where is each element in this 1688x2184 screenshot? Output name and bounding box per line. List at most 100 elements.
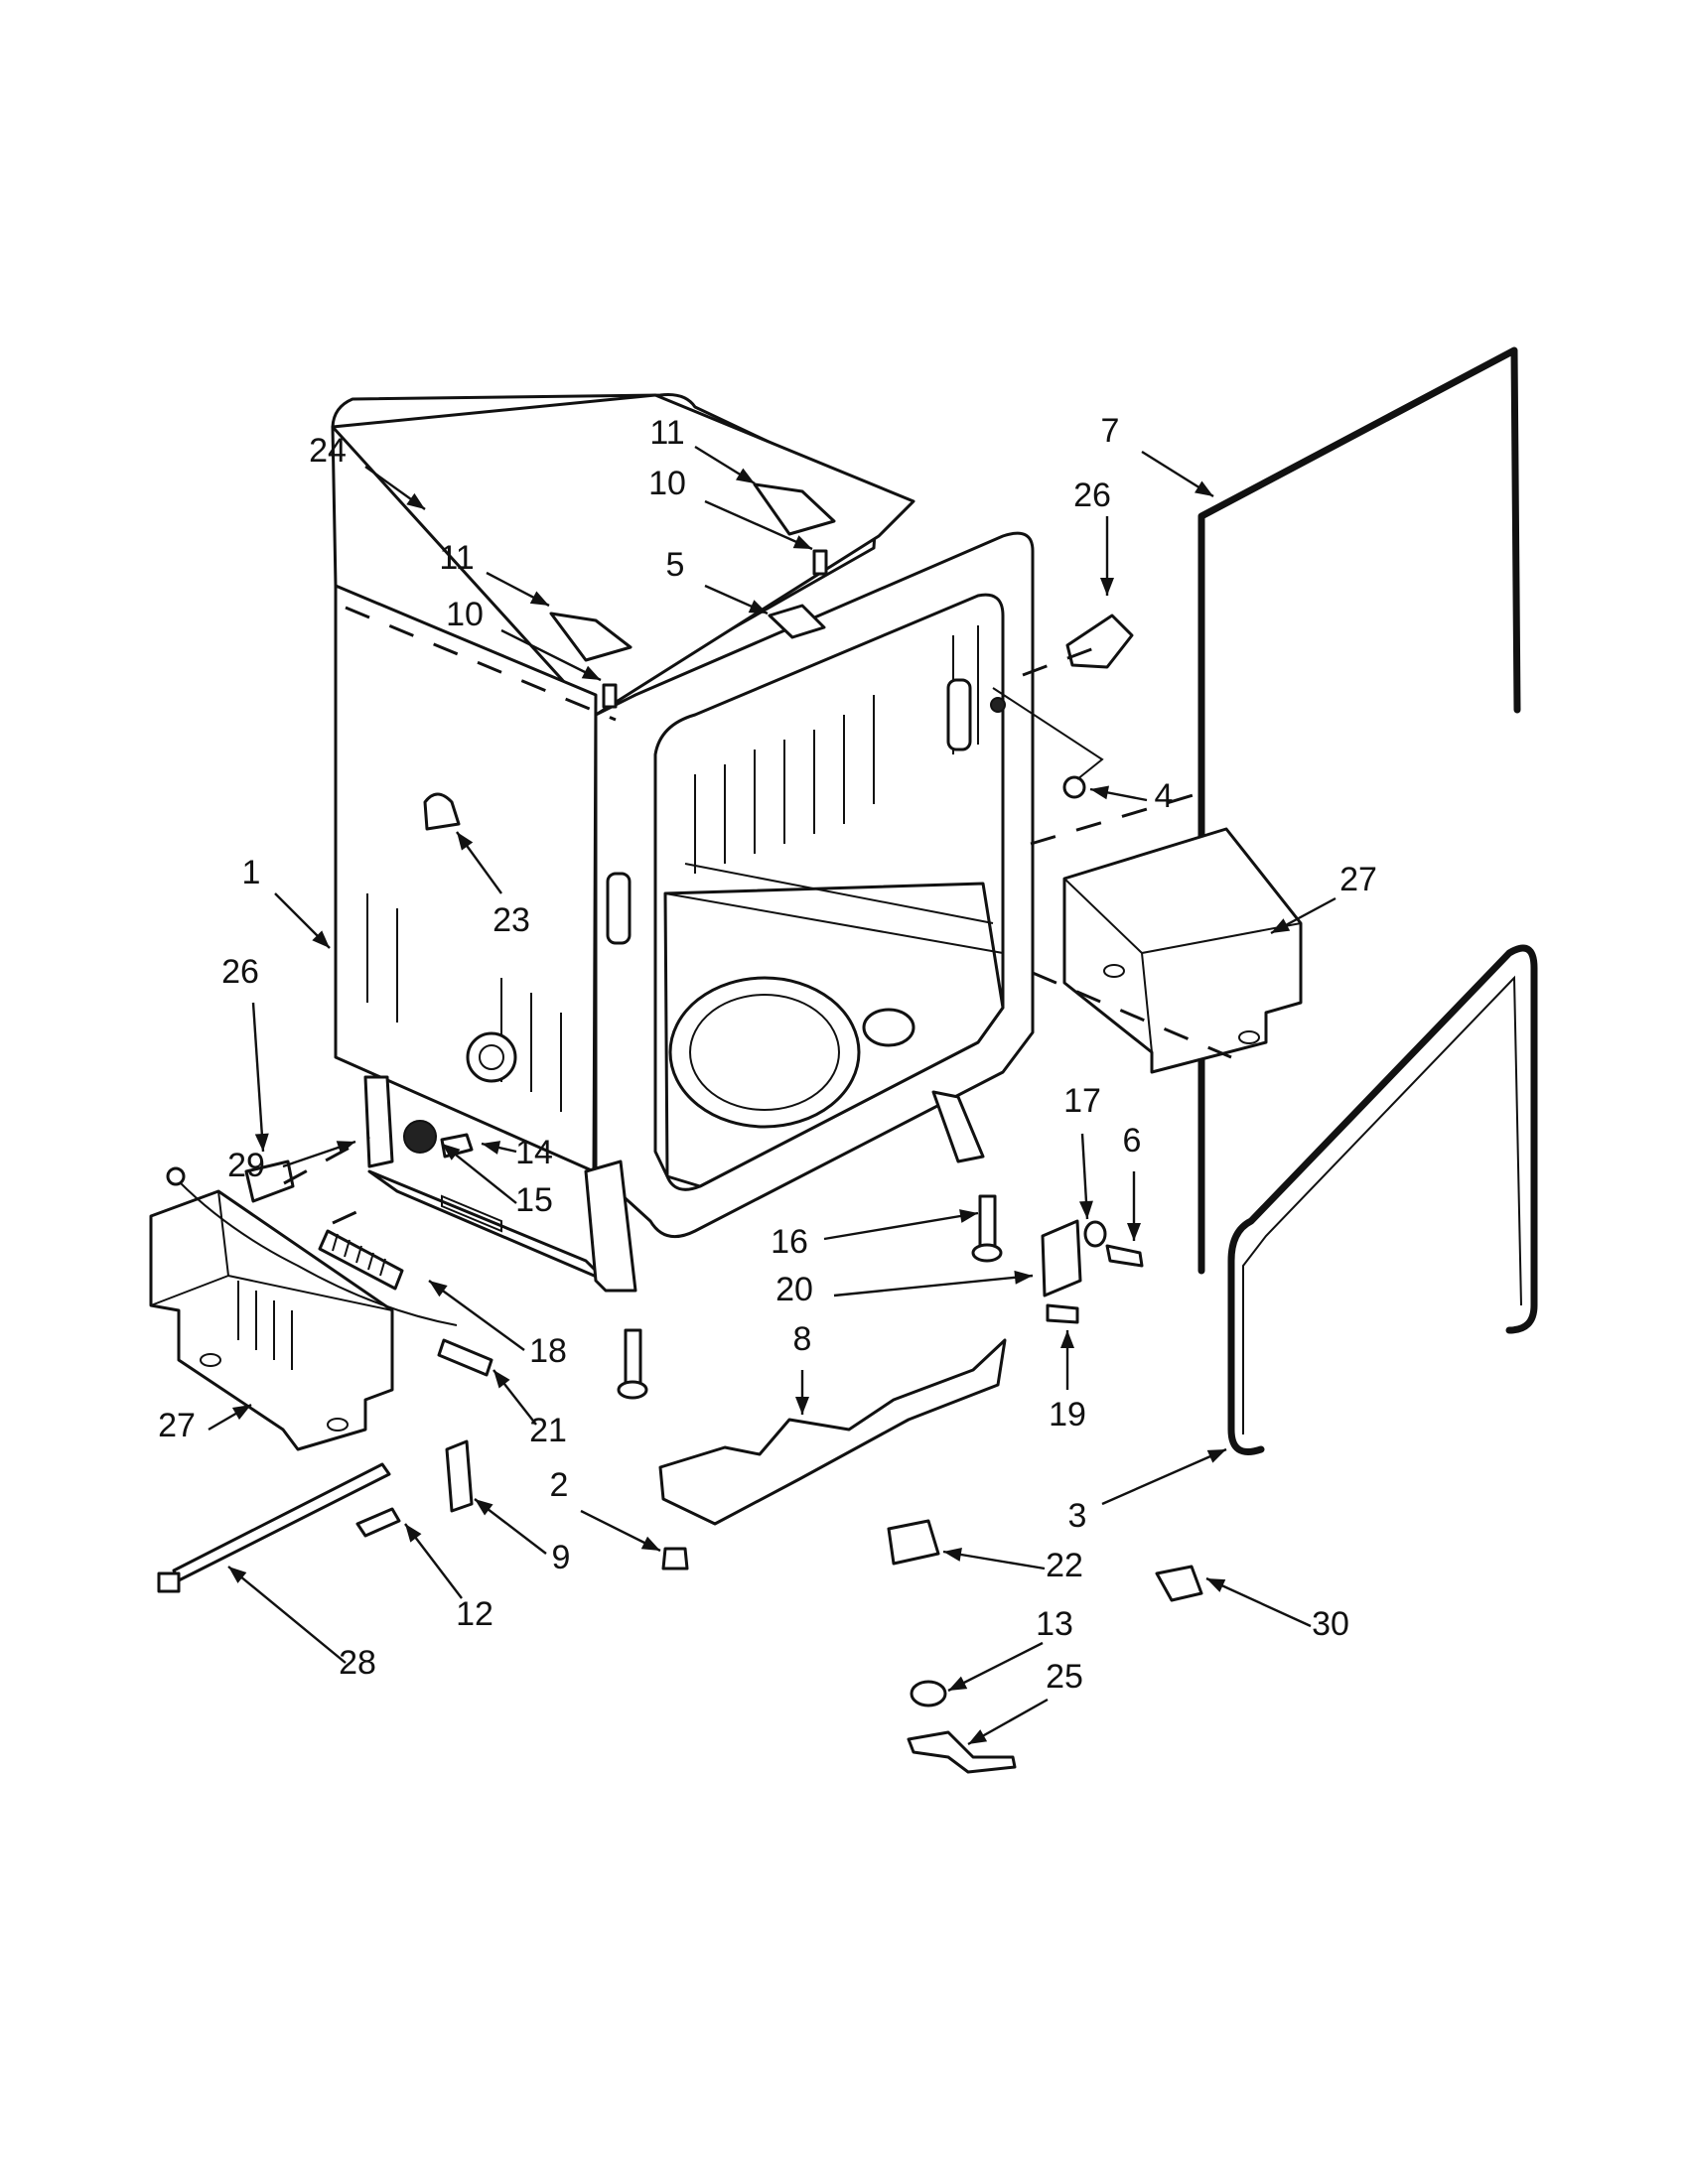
callout-10: 10 <box>648 465 686 502</box>
switch-22 <box>887 1519 940 1566</box>
callout-25: 25 <box>1046 1658 1083 1696</box>
leader-arrowhead-21 <box>493 1370 510 1389</box>
leader-arrowhead-11 <box>529 591 549 606</box>
bumper-left <box>244 1160 295 1203</box>
leader-arrowhead-5 <box>748 600 768 614</box>
callout-30: 30 <box>1312 1605 1349 1643</box>
leader-line-30 <box>1205 1576 1312 1628</box>
vent-bracket <box>768 604 826 639</box>
leader-arrowhead-12 <box>405 1524 422 1543</box>
leader-arrowhead-7 <box>1195 480 1213 496</box>
callout-7: 7 <box>1101 412 1120 450</box>
callout-leaders <box>208 445 1336 1746</box>
callout-29: 29 <box>227 1147 265 1184</box>
leader-arrowhead-29 <box>336 1141 355 1155</box>
leader-arrowhead-14 <box>482 1141 501 1155</box>
sensor-13 <box>910 1680 947 1707</box>
callout-26: 26 <box>221 953 259 991</box>
leader-line-3 <box>1101 1447 1227 1506</box>
leader-line-26 <box>251 1002 265 1153</box>
callout-8: 8 <box>793 1320 812 1358</box>
leader-arrowhead-30 <box>1206 1578 1226 1592</box>
leader-line-16 <box>823 1211 979 1241</box>
hole-plug <box>1062 775 1086 799</box>
connector-21 <box>437 1338 493 1377</box>
callout-17: 17 <box>1063 1082 1101 1120</box>
callout-28: 28 <box>339 1644 376 1682</box>
callout-27: 27 <box>158 1407 196 1444</box>
callout-4: 4 <box>1155 777 1174 815</box>
screw-6 <box>1105 1244 1144 1268</box>
callout-3: 3 <box>1068 1497 1087 1535</box>
hinge-rear <box>753 482 836 536</box>
callout-23: 23 <box>492 901 530 939</box>
leader-arrowhead-2 <box>640 1536 660 1551</box>
hinge-front <box>549 612 633 662</box>
clip-9 <box>445 1439 474 1513</box>
screw-19 <box>1046 1303 1079 1324</box>
leader-line-10 <box>704 499 813 551</box>
screw-10-rear <box>812 549 828 576</box>
leader-arrowhead-1 <box>312 930 330 948</box>
leader-arrowhead-16 <box>959 1209 978 1223</box>
bracket-25 <box>907 1730 1017 1774</box>
leader-arrowhead-18 <box>429 1281 448 1297</box>
plug-button <box>423 792 461 831</box>
leader-arrowhead-27 <box>231 1405 251 1421</box>
leader-arrowhead-9 <box>475 1499 493 1516</box>
door-gasket-lower <box>1227 944 1538 1455</box>
front-leg-bracket <box>584 1160 637 1293</box>
callout-20: 20 <box>775 1271 813 1308</box>
bumper-right <box>1065 614 1134 669</box>
rear-leg-bracket <box>931 1090 985 1163</box>
callout-10: 10 <box>446 596 484 633</box>
leader-arrowhead-11 <box>736 468 755 483</box>
leader-arrowhead-25 <box>968 1729 988 1744</box>
leveling-leg-front <box>624 1328 642 1387</box>
callout-24: 24 <box>309 432 347 470</box>
callout-1: 1 <box>242 854 261 891</box>
leader-arrowhead-4 <box>1090 785 1110 800</box>
leader-arrowhead-26 <box>1100 578 1114 596</box>
leg-foot-rear <box>971 1243 1003 1263</box>
callout-19: 19 <box>1049 1396 1086 1433</box>
callout-18: 18 <box>529 1332 567 1370</box>
leader-line-18 <box>428 1280 525 1351</box>
callout-5: 5 <box>666 546 685 584</box>
leader-arrowhead-17 <box>1078 1200 1093 1219</box>
grommet-15 <box>403 1120 437 1154</box>
tub-drain-cover <box>862 1008 915 1047</box>
callout-6: 6 <box>1123 1122 1142 1160</box>
callout-15: 15 <box>515 1181 553 1219</box>
rack-rail-slot-left <box>606 872 632 945</box>
leader-arrowhead-10 <box>792 535 812 549</box>
leader-arrowhead-15 <box>442 1144 461 1160</box>
leader-arrowhead-6 <box>1127 1223 1141 1241</box>
cable-tie <box>172 1462 391 1582</box>
callout-22: 22 <box>1046 1547 1083 1584</box>
leader-line-28 <box>227 1566 347 1664</box>
cable-tie-head <box>157 1571 181 1593</box>
alignment-lines <box>283 606 1232 1225</box>
callout-27: 27 <box>1339 861 1377 898</box>
insulation-pad-left <box>149 1189 394 1451</box>
leader-arrowhead-22 <box>943 1548 962 1562</box>
callout-12: 12 <box>456 1595 493 1633</box>
rack-rail-slot <box>946 678 972 751</box>
leader-arrowhead-10 <box>581 665 601 680</box>
leader-arrowhead-19 <box>1060 1330 1074 1348</box>
callout-11: 11 <box>649 414 684 452</box>
callout-14: 14 <box>515 1134 553 1171</box>
door-gasket-upper <box>1197 346 1521 1275</box>
leader-line-10 <box>500 628 602 682</box>
leader-arrowhead-23 <box>457 832 474 851</box>
tub-base-frame <box>363 1075 394 1168</box>
leader-arrowhead-28 <box>228 1567 247 1583</box>
hole-plug-seat <box>990 697 1006 713</box>
callout-9: 9 <box>552 1539 571 1576</box>
callout-2: 2 <box>550 1466 569 1504</box>
callout-21: 21 <box>529 1412 567 1449</box>
screw-2 <box>661 1547 689 1570</box>
leg-foot-front <box>617 1380 648 1400</box>
